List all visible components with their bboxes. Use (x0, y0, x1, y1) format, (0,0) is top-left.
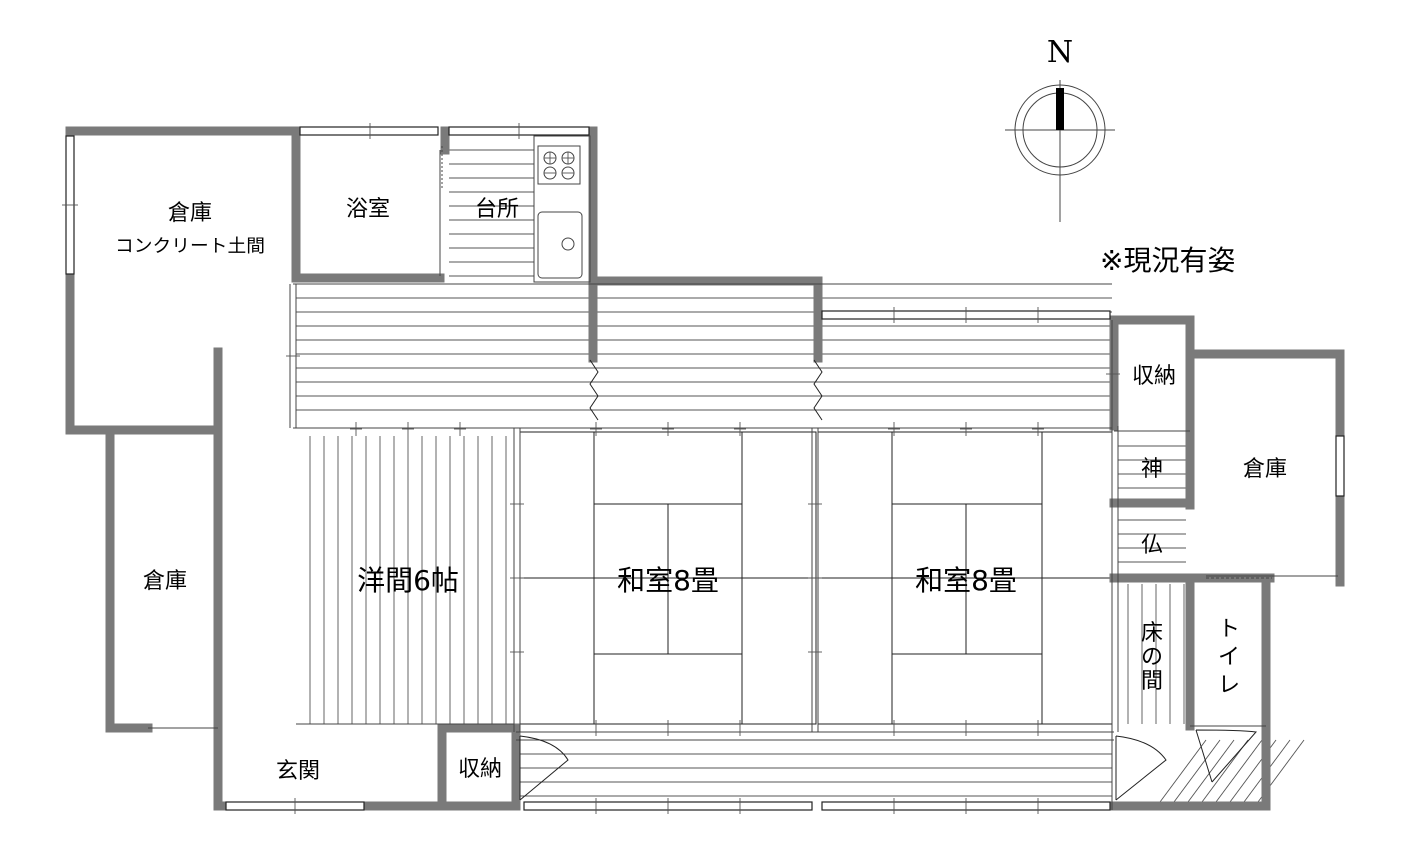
tokonoma-label-2: の (1141, 645, 1163, 670)
toilet-label-3: レ (1218, 673, 1240, 698)
tokonoma-label-3: 間 (1141, 669, 1163, 694)
room-labels: 倉庫 コンクリート土間 浴室 台所 倉庫 洋間6帖 和室8畳 和室8畳 収納 倉… (115, 197, 1287, 784)
bath-label: 浴室 (346, 197, 390, 222)
kamidana-floor-hatch (1118, 445, 1186, 563)
storage-e-label: 倉庫 (1243, 457, 1287, 482)
toilet-floor-hatch (1159, 739, 1305, 803)
folding-door-marks (589, 359, 823, 421)
windows (62, 123, 1345, 814)
entrance-label: 玄関 (276, 759, 320, 784)
north-compass-icon: N (1005, 35, 1115, 222)
storage-w-label: 倉庫 (143, 569, 187, 594)
washitsu-1-label: 和室8畳 (617, 564, 719, 597)
stove-icon (543, 151, 575, 180)
corridor-north-hatch (296, 297, 1112, 411)
butsudan-label: 仏 (1141, 533, 1163, 558)
toilet-label-1: ト (1218, 617, 1240, 642)
washitsu-2-label: 和室8畳 (915, 564, 1017, 597)
western-room-label: 洋間6帖 (357, 564, 459, 597)
kitchen-label: 台所 (475, 197, 519, 222)
closet-s-label: 収納 (458, 757, 502, 782)
sink-icon (537, 211, 583, 279)
kitchen-counter (533, 135, 591, 283)
kamidana-label: 神 (1141, 457, 1163, 482)
north-label: N (1047, 35, 1073, 70)
swing-doors (519, 729, 1257, 801)
western-room-floor-hatch (309, 436, 507, 724)
toilet-label-2: イ (1218, 645, 1240, 670)
status-note: ※現況有姿 (1100, 244, 1235, 277)
kitchen-floor-hatch (449, 149, 534, 277)
storage-nw-label: 倉庫 (168, 201, 212, 226)
corridor-south-hatch (520, 753, 1112, 797)
walls (65, 126, 1345, 811)
thin-partitions (148, 146, 1338, 810)
concrete-floor-label: コンクリート土間 (115, 236, 265, 257)
tokonoma-floor-hatch (1127, 584, 1185, 724)
closet-e-label: 収納 (1132, 364, 1176, 389)
tokonoma-label-1: 床 (1141, 621, 1163, 646)
sliding-door-marks (286, 355, 1120, 736)
